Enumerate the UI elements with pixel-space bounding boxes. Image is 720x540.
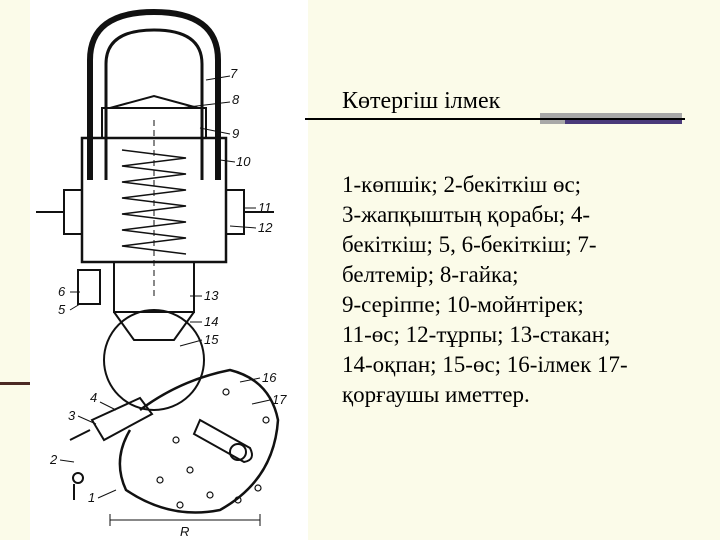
label-1: 1	[88, 490, 95, 505]
bail-inner	[104, 28, 204, 180]
label-3: 3	[68, 408, 76, 423]
label-17: 17	[272, 392, 287, 407]
label-13: 13	[204, 288, 219, 303]
legend-line: 11-өс; 12-тұрпы; 13-стакан;	[342, 322, 611, 347]
label-9: 9	[232, 126, 239, 141]
label-4: 4	[90, 390, 97, 405]
slide-title: Көтергіш ілмек	[342, 88, 501, 114]
stem	[113, 261, 195, 313]
label-14: 14	[204, 314, 218, 329]
hook-body	[118, 368, 280, 514]
title-accent-stripe	[565, 119, 682, 124]
text-panel	[308, 0, 720, 540]
legend-line: 9-серіппе; 10-мойнтірек;	[342, 292, 584, 317]
legend-line: 1-көпшік; 2-бекіткіш өс;	[342, 172, 582, 197]
hook-technical-drawing: 7 8 9 10 11 12 6 5 13 14 15 16 4 3 17 2 …	[30, 0, 308, 540]
legend-line: қорғаушы иметтер.	[342, 382, 530, 407]
bail-outer	[87, 8, 221, 180]
label-6: 6	[58, 284, 66, 299]
latch	[90, 396, 154, 442]
legend-line: бекіткіш; 5, 6-бекіткіш; 7-	[342, 232, 597, 257]
label-15: 15	[204, 332, 219, 347]
legend-line: 14-оқпан; 15-өс; 16-ілмек 17-	[342, 352, 628, 377]
label-5: 5	[58, 302, 66, 317]
label-8: 8	[232, 92, 240, 107]
legend-line: 3-жапқыштың қорабы; 4-	[342, 202, 591, 227]
hook-drawing-svg: 7 8 9 10 11 12 6 5 13 14 15 16 4 3 17 2 …	[36, 8, 287, 539]
label-2: 2	[49, 452, 58, 467]
label-10: 10	[236, 154, 251, 169]
legend-description: 1-көпшік; 2-бекіткіш өс; 3-жапқыштың қор…	[342, 170, 714, 410]
label-7: 7	[230, 66, 238, 81]
label-16: 16	[262, 370, 277, 385]
hook-eye	[103, 309, 205, 411]
label-11: 11	[258, 200, 272, 215]
label-R: R	[180, 524, 189, 539]
legend-line: белтемір; 8-гайка;	[342, 262, 519, 287]
left-decor-band	[0, 0, 30, 540]
hook-slot	[192, 418, 253, 464]
label-12: 12	[258, 220, 273, 235]
title-underline	[305, 118, 685, 120]
left-decor-rule	[0, 382, 30, 385]
